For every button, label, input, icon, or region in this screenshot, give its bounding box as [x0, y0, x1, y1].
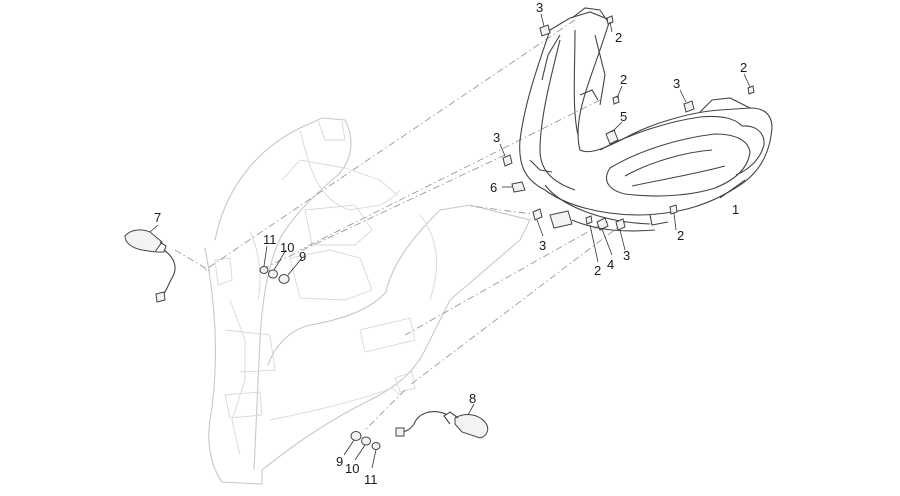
callout-3: 3: [539, 238, 546, 253]
bulb-holder-icon: [605, 129, 619, 145]
indicator-lens-icon: [454, 414, 489, 439]
callout-11: 11: [364, 472, 378, 487]
callout-3: 3: [673, 76, 680, 91]
callout-11: 11: [263, 232, 277, 247]
washer-icon: [371, 442, 381, 450]
callout-2: 2: [740, 60, 747, 75]
callout-labels: 3 2 2 2 3 5 3 6 1 2 3 2 4 3 7 8 11 10 9 …: [154, 0, 747, 487]
bulb-icon: [511, 181, 526, 193]
callout-10: 10: [280, 240, 294, 255]
connector-icon: [155, 291, 166, 303]
assembly-lines: [174, 19, 626, 431]
washer-icon: [259, 266, 269, 274]
callout-7: 7: [154, 210, 161, 225]
nut-icon: [278, 274, 290, 284]
callout-9: 9: [336, 454, 343, 469]
headlight-assembly: [519, 7, 773, 226]
wire-harness: [571, 219, 656, 232]
screw-icon: [585, 215, 593, 225]
callout-2: 2: [594, 263, 601, 278]
callout-6: 6: [490, 180, 497, 195]
callout-9: 9: [299, 249, 306, 264]
callout-5: 5: [620, 109, 627, 124]
clip-icon: [539, 24, 551, 37]
bulb-icon: [596, 217, 609, 231]
clip-icon: [502, 154, 513, 167]
callout-2: 2: [615, 30, 622, 45]
callout-3: 3: [623, 248, 630, 263]
washer-icon: [361, 436, 371, 446]
callout-2: 2: [677, 228, 684, 243]
callout-10: 10: [345, 461, 359, 476]
washer-icon: [268, 269, 278, 279]
callout-3: 3: [536, 0, 543, 15]
leader-lines: [149, 13, 751, 469]
turn-signal-left: [124, 229, 176, 303]
clip-icon: [532, 208, 543, 221]
callout-1: 1: [732, 202, 739, 217]
screw-icon: [606, 15, 614, 25]
indicator-lens-icon: [124, 229, 163, 253]
headlight-fasteners: [502, 15, 755, 232]
screw-icon: [612, 95, 620, 105]
clip-icon: [683, 100, 695, 113]
screw-icon: [747, 85, 755, 95]
callout-8: 8: [469, 391, 476, 406]
callout-4: 4: [607, 257, 614, 272]
front-shield: [204, 117, 531, 485]
hardware-left: [259, 266, 290, 284]
screw-icon: [669, 204, 678, 215]
hardware-right: [350, 431, 381, 450]
callout-2: 2: [620, 72, 627, 87]
turn-signal-right: [395, 411, 489, 439]
clip-icon: [615, 218, 626, 231]
connector-icon: [549, 210, 573, 229]
connector-icon: [395, 427, 405, 437]
nut-icon: [350, 431, 362, 441]
callout-3: 3: [493, 130, 500, 145]
